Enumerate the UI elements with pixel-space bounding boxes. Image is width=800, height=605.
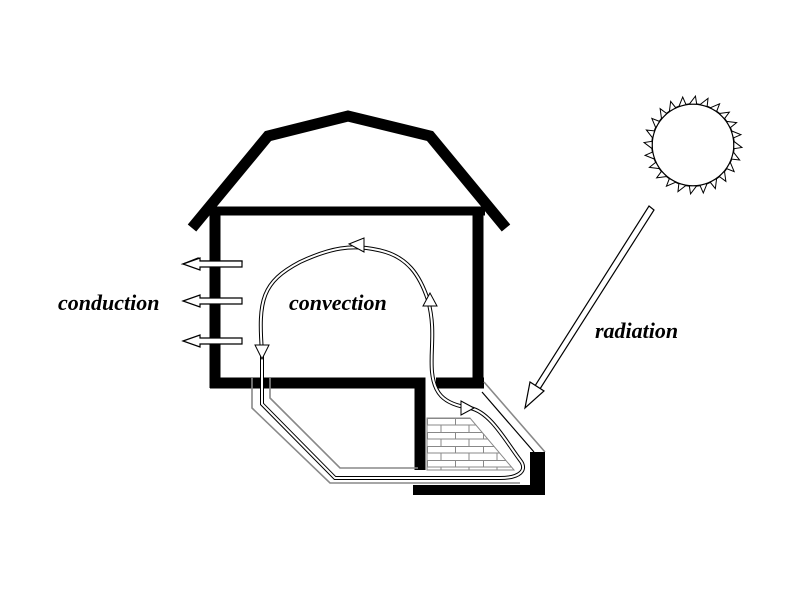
sun-ray <box>655 170 668 179</box>
sun-ray <box>709 102 721 113</box>
sun-ray <box>718 111 731 120</box>
arrow-left-icon <box>181 257 243 271</box>
sun-ray <box>725 161 736 173</box>
sun-icon <box>642 94 744 196</box>
air-duct-inner <box>269 377 418 469</box>
sun-ray <box>677 182 688 193</box>
sun-ray <box>718 170 727 183</box>
label-radiation: radiation <box>595 318 679 343</box>
sun-ray <box>709 177 718 190</box>
sun-ray <box>668 100 677 113</box>
sun-ray <box>733 140 744 150</box>
sun-ray <box>688 185 698 196</box>
sun-ray <box>642 140 653 150</box>
convection-arrowhead-right <box>422 291 438 307</box>
sun-ray <box>659 107 668 120</box>
collector-glazing <box>483 381 546 453</box>
sun-ray <box>648 161 661 170</box>
sun-ray <box>665 177 677 188</box>
convection-arrowhead-top <box>347 237 365 253</box>
conduction-arrows <box>180 257 243 348</box>
sun-ray <box>678 95 687 108</box>
sun-ray <box>650 117 661 129</box>
sun-ray <box>688 94 698 105</box>
convection-arrowhead-left <box>254 344 270 361</box>
sun-ray <box>699 182 708 195</box>
arrow-left-icon <box>181 334 243 348</box>
arrow-left-icon <box>181 294 243 308</box>
arrow-down-left-icon <box>524 205 655 410</box>
sun-ray <box>698 97 709 108</box>
sun-ray <box>645 129 656 140</box>
convection-arrowhead-bottom <box>460 400 476 416</box>
sun-ray <box>730 130 743 139</box>
sun-ray <box>730 150 741 161</box>
thermal-mass-brick <box>427 418 514 470</box>
roof <box>187 110 511 232</box>
label-conduction: conduction <box>58 290 160 315</box>
sun-ray <box>725 120 738 129</box>
sun-ray <box>643 151 656 160</box>
label-convection: convection <box>289 290 387 315</box>
floor <box>210 377 426 470</box>
air-duct-outer <box>251 377 520 484</box>
